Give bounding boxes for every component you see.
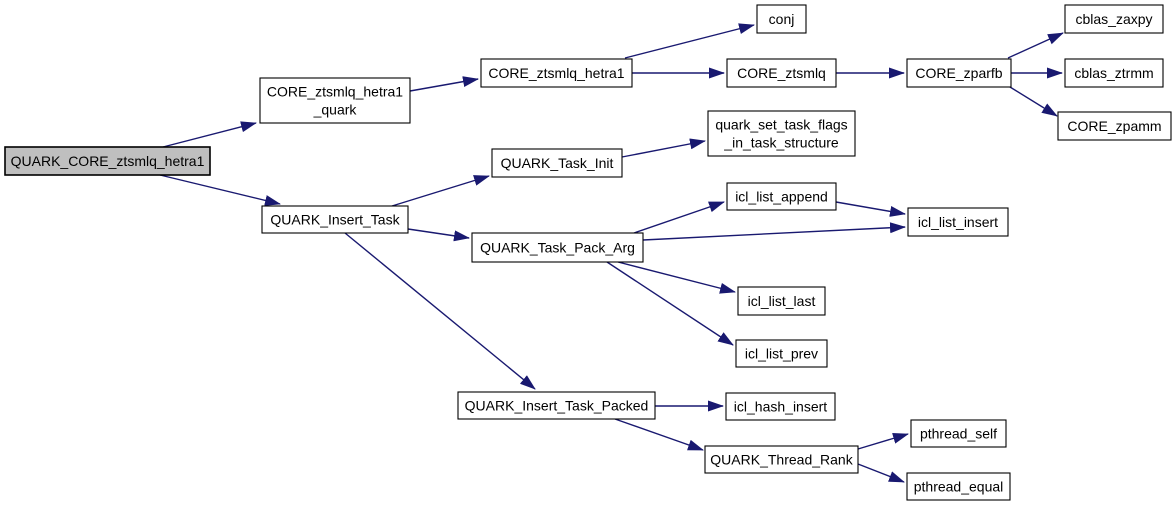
node-cblas-ztrmm[interactable]: cblas_ztrmm	[1064, 58, 1164, 88]
node-label: QUARK_Insert_Task	[270, 212, 400, 228]
edge-quark-core-ztsmlq-hetra1-to-quark-insert-task	[159, 174, 281, 206]
node-label: pthread_self	[920, 426, 997, 442]
edge-core-ztsmlq-hetra1-quark-to-core-ztsmlq-hetra1	[409, 76, 479, 92]
node-box[interactable]	[756, 4, 807, 34]
edge-quark-core-ztsmlq-hetra1-to-core-ztsmlq-hetra1-quark	[162, 121, 257, 148]
edge-core-ztsmlq-hetra1-to-conj	[624, 23, 755, 59]
node-label: conj	[769, 11, 795, 27]
node-box[interactable]	[707, 110, 856, 157]
edge-icl-list-append-to-icl-list-insert	[835, 201, 906, 217]
node-cblas-zaxpy[interactable]: cblas_zaxpy	[1064, 4, 1164, 34]
node-label: icl_list_prev	[745, 346, 818, 362]
node-label: CORE_ztsmlq	[737, 65, 826, 81]
edge-quark-task-init-to-quark-set-task-flags-in-task-structure	[621, 138, 706, 158]
node-quark-set-task-flags-in-task-structure[interactable]: quark_set_task_flags_in_task_structure	[707, 110, 856, 157]
node-box[interactable]	[259, 77, 411, 124]
edge-quark-insert-task-to-quark-task-pack-arg	[407, 228, 470, 242]
root-node-box	[4, 146, 211, 176]
node-quark-insert-task[interactable]: QUARK_Insert_Task	[261, 205, 409, 234]
node-label: quark_set_task_flags_in_task_structure	[715, 117, 847, 151]
node-label: cblas_zaxpy	[1075, 11, 1152, 27]
edge-core-zparfb-to-core-zpamm	[1009, 86, 1058, 117]
node-box[interactable]	[704, 445, 859, 474]
edge-core-zparfb-to-cblas-zaxpy	[1007, 32, 1064, 59]
node-quark-thread-rank[interactable]: QUARK_Thread_Rank	[704, 445, 859, 474]
node-label: CORE_ztsmlq_hetra1	[488, 65, 624, 81]
edge-quark-task-pack-arg-to-icl-list-last	[617, 261, 736, 294]
node-core-ztsmlq[interactable]: CORE_ztsmlq	[726, 58, 837, 88]
node-label: pthread_equal	[914, 479, 1004, 495]
edge-quark-thread-rank-to-pthread-self	[857, 433, 909, 450]
node-box[interactable]	[906, 58, 1012, 88]
edge-quark-insert-task-packed-to-quark-thread-rank	[614, 418, 704, 451]
node-label: QUARK_Task_Init	[501, 155, 614, 171]
node-pthread-self[interactable]: pthread_self	[910, 419, 1007, 448]
node-box[interactable]	[910, 419, 1007, 448]
node-pthread-equal[interactable]: pthread_equal	[906, 472, 1011, 501]
node-icl-list-prev[interactable]: icl_list_prev	[735, 339, 828, 368]
node-conj[interactable]: conj	[756, 4, 807, 34]
node-label: QUARK_Thread_Rank	[710, 452, 853, 468]
node-box[interactable]	[491, 148, 623, 178]
node-box[interactable]	[1064, 58, 1164, 88]
node-box[interactable]	[735, 339, 828, 368]
node-quark-task-init[interactable]: QUARK_Task_Init	[491, 148, 623, 178]
node-quark-task-pack-arg[interactable]: QUARK_Task_Pack_Arg	[471, 232, 644, 263]
edge-quark-insert-task-to-quark-task-init	[391, 175, 490, 207]
node-box[interactable]	[737, 286, 826, 316]
node-label: icl_list_last	[748, 293, 816, 309]
edges-layer	[159, 23, 1064, 483]
edge-quark-thread-rank-to-pthread-equal	[857, 463, 905, 483]
edge-quark-task-pack-arg-to-icl-list-prev	[606, 261, 734, 346]
node-label: QUARK_Task_Pack_Arg	[480, 240, 635, 256]
node-box[interactable]	[1064, 4, 1164, 34]
node-core-ztsmlq-hetra1-quark[interactable]: CORE_ztsmlq_hetra1_quark	[259, 77, 411, 124]
node-box[interactable]	[471, 232, 644, 263]
node-label: cblas_ztrmm	[1074, 65, 1153, 81]
node-core-ztsmlq-hetra1[interactable]: CORE_ztsmlq_hetra1	[480, 58, 633, 88]
node-core-zparfb[interactable]: CORE_zparfb	[906, 58, 1012, 88]
node-icl-hash-insert[interactable]: icl_hash_insert	[725, 392, 836, 421]
node-box[interactable]	[906, 472, 1011, 501]
node-box[interactable]	[726, 58, 837, 88]
edge-quark-insert-task-to-quark-insert-task-packed	[344, 232, 536, 390]
node-box[interactable]	[725, 392, 836, 421]
node-label: CORE_zpamm	[1067, 118, 1161, 134]
node-label: QUARK_Insert_Task_Packed	[465, 398, 649, 414]
node-label: icl_list_append	[735, 189, 828, 205]
node-icl-list-insert[interactable]: icl_list_insert	[907, 207, 1009, 237]
node-box[interactable]	[907, 207, 1009, 237]
node-icl-list-append[interactable]: icl_list_append	[726, 182, 837, 211]
node-box[interactable]	[1057, 111, 1172, 141]
node-label: CORE_zparfb	[915, 65, 1002, 81]
node-box[interactable]	[261, 205, 409, 234]
node-label: icl_list_insert	[918, 214, 998, 230]
node-box[interactable]	[480, 58, 633, 88]
node-quark-insert-task-packed[interactable]: QUARK_Insert_Task_Packed	[457, 391, 656, 420]
edge-quark-task-pack-arg-to-icl-list-append	[633, 201, 725, 234]
nodes-layer: QUARK_CORE_ztsmlq_hetra1 CORE_ztsmlq_hetr…	[4, 4, 1172, 501]
node-label: QUARK_CORE_ztsmlq_hetra1	[11, 153, 205, 169]
node-icl-list-last[interactable]: icl_list_last	[737, 286, 826, 316]
node-label: CORE_ztsmlq_hetra1_quark	[267, 84, 403, 118]
node-box[interactable]	[457, 391, 656, 420]
edge-quark-task-pack-arg-to-icl-list-insert	[642, 222, 906, 241]
node-label: icl_hash_insert	[734, 399, 827, 415]
node-core-zpamm[interactable]: CORE_zpamm	[1057, 111, 1172, 141]
node-quark-core-ztsmlq-hetra1: QUARK_CORE_ztsmlq_hetra1	[4, 146, 211, 176]
node-box[interactable]	[726, 182, 837, 211]
